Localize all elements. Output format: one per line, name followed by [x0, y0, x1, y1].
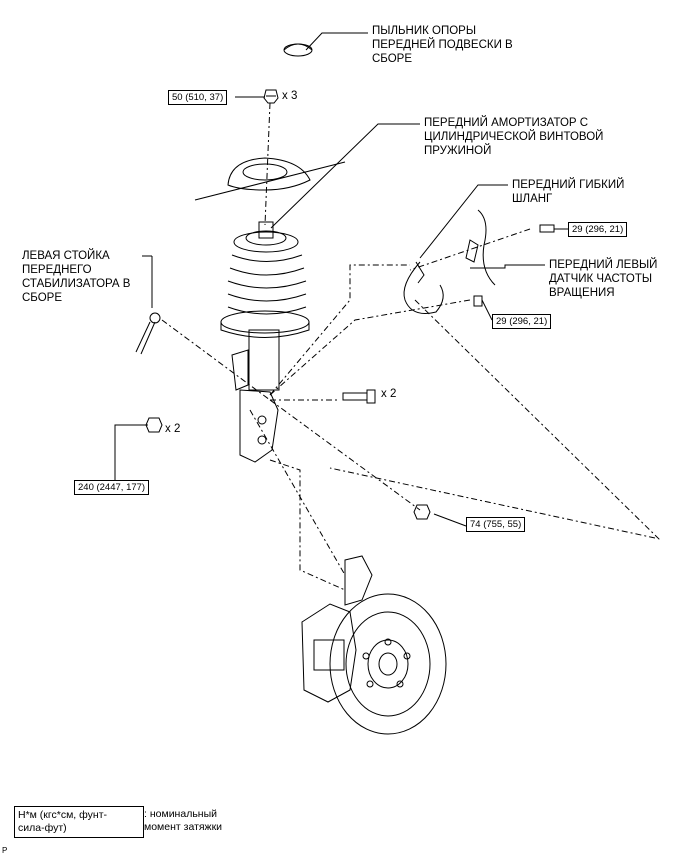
stabilizer-link-label-line: СБОРЕ [22, 292, 63, 304]
shock-absorber-label-line: ПЕРЕДНИЙ АМОРТИЗАТОР С [424, 117, 589, 129]
dust-cover-label: ПЫЛЬНИК ОПОРЫ ПЕРЕДНЕЙ ПОДВЕСКИ В СБОРЕ [372, 24, 513, 66]
dust-cover-label-line: ПЕРЕДНЕЙ ПОДВЕСКИ В [372, 39, 513, 51]
legend-unit-box: Н*м (кгс*см, фунт- сила-фут) [14, 806, 144, 838]
stabilizer-link-label-line: ЛЕВАЯ СТОЙКА [22, 250, 110, 262]
shock-absorber-label-line: ПРУЖИНОЙ [424, 145, 492, 157]
body-panel-line [194, 161, 346, 201]
legend-unit-line: Н*м (кгс*см, фунт- [18, 809, 108, 821]
qty-top-nut: x 3 [282, 90, 298, 102]
strut-bolt-part [342, 389, 376, 404]
speed-sensor-label: ПЕРЕДНИЙ ЛЕВЫЙ ДАТЧИК ЧАСТОТЫ ВРАЩЕНИЯ [549, 258, 657, 300]
speed-sensor-label-line: ПЕРЕДНИЙ ЛЕВЫЙ [549, 259, 658, 271]
legend-description: : номинальный момент затяжки [144, 808, 222, 834]
stabilizer-link-label: ЛЕВАЯ СТОЙКА ПЕРЕДНЕГО СТАБИЛИЗАТОРА В С… [22, 249, 130, 305]
link-nut-part [413, 504, 431, 520]
dust-cover-label-line: СБОРЕ [372, 53, 413, 65]
corner-mark: P [2, 846, 8, 855]
speed-sensor-label-line: ДАТЧИК ЧАСТОТЫ [549, 273, 653, 285]
strut-tower [227, 157, 311, 191]
legend-description-line: : номинальный [144, 808, 218, 820]
brake-knuckle-part [301, 555, 447, 735]
strut-nut-part [145, 417, 163, 433]
leader-lines [114, 32, 568, 527]
qty-strut-nut: x 2 [165, 423, 181, 435]
dust-cover-label-line: ПЫЛЬНИК ОПОРЫ [372, 25, 477, 37]
qty-strut-bolt: x 2 [381, 388, 397, 400]
torque-strut-nut: 240 (2447, 177) [74, 480, 150, 495]
top-nut-part [263, 89, 279, 104]
stabilizer-link-part [135, 312, 161, 355]
speed-sensor-label-line: ВРАЩЕНИЯ [549, 287, 615, 299]
shock-absorber-label-line: ЦИЛИНДРИЧЕСКОЙ ВИНТОВОЙ [424, 131, 604, 143]
torque-sensor-bolt-upper: 29 (296, 21) [568, 222, 628, 237]
legend-unit-line: сила-фут) [18, 822, 67, 834]
strut-assembly [220, 221, 310, 463]
flexible-hose-label-line: ПЕРЕДНИЙ ГИБКИЙ [512, 179, 625, 191]
stabilizer-link-label-line: ПЕРЕДНЕГО [22, 264, 92, 276]
flexible-hose-label: ПЕРЕДНИЙ ГИБКИЙ ШЛАНГ [512, 178, 624, 206]
legend-description-line: момент затяжки [144, 821, 223, 833]
hose-sensor-part [403, 209, 555, 314]
torque-link-nut: 74 (755, 55) [466, 517, 526, 532]
shock-absorber-label: ПЕРЕДНИЙ АМОРТИЗАТОР С ЦИЛИНДРИЧЕСКОЙ ВИ… [424, 116, 603, 158]
flexible-hose-label-line: ШЛАНГ [512, 193, 553, 205]
stabilizer-link-label-line: СТАБИЛИЗАТОРА В [22, 278, 131, 290]
dashed-lines [161, 102, 661, 591]
dust-cover-part [283, 43, 313, 57]
torque-sensor-bolt-lower: 29 (296, 21) [492, 314, 552, 329]
torque-top-nut: 50 (510, 37) [168, 90, 228, 105]
